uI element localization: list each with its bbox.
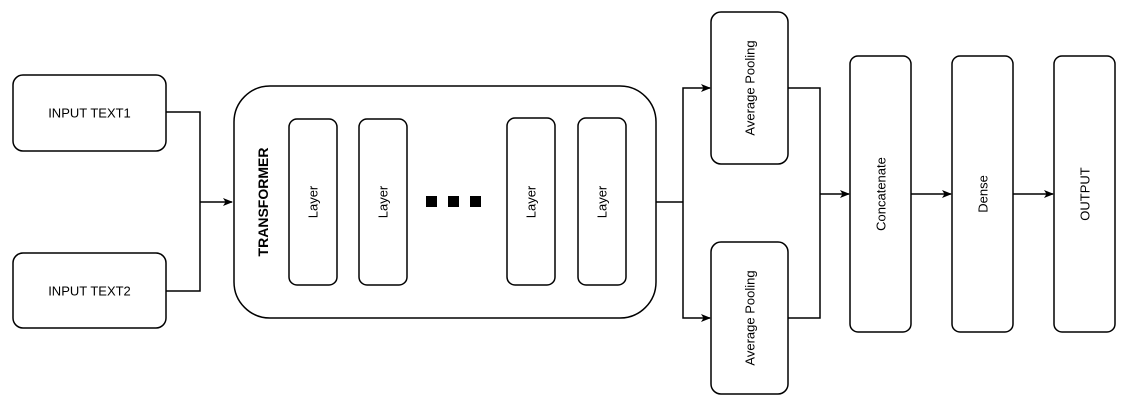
edge-split-to-pooling-top <box>682 84 711 202</box>
transformer-layer-3-label: Layer <box>524 185 539 218</box>
dense-node: Dense <box>951 55 1014 333</box>
transformer-layer-1: Layer <box>288 118 338 286</box>
input-node-2-label: INPUT TEXT2 <box>48 284 131 299</box>
transformer-layer-4: Layer <box>577 117 627 286</box>
input-node-1: INPUT TEXT1 <box>12 74 167 152</box>
layers-ellipsis <box>426 196 481 207</box>
edge-input2-to-merge <box>166 202 201 292</box>
transformer-layer-3: Layer <box>506 117 556 286</box>
ellipsis-dot-3 <box>470 196 481 207</box>
edge-split-to-pooling-bottom <box>682 202 711 322</box>
transformer-layer-2-label: Layer <box>376 185 391 218</box>
average-pooling-top-label: Average Pooling <box>743 40 758 135</box>
dense-label: Dense <box>976 175 991 213</box>
transformer-layer-2: Layer <box>358 118 408 286</box>
concatenate-node: Concatenate <box>849 55 912 333</box>
connectors <box>166 84 1054 322</box>
transformer-layer-4-label: Layer <box>595 185 610 218</box>
concatenate-label: Concatenate <box>874 157 889 231</box>
average-pooling-bottom-label: Average Pooling <box>743 270 758 365</box>
input-node-1-label: INPUT TEXT1 <box>48 106 131 121</box>
transformer-title: TRANSFORMER <box>255 148 271 257</box>
transformer-layer-1-label: Layer <box>306 185 321 218</box>
input-node-2: INPUT TEXT2 <box>12 252 167 329</box>
average-pooling-top: Average Pooling <box>710 11 789 165</box>
output-node: OUTPUT <box>1053 55 1116 333</box>
edge-pooling-bottom-to-merge <box>788 194 821 319</box>
edge-input1-to-merge <box>166 111 201 202</box>
average-pooling-bottom: Average Pooling <box>710 241 789 395</box>
edge-pooling-top-to-merge <box>788 87 821 194</box>
output-label: OUTPUT <box>1078 167 1093 221</box>
ellipsis-dot-1 <box>426 196 437 207</box>
ellipsis-dot-2 <box>448 196 459 207</box>
